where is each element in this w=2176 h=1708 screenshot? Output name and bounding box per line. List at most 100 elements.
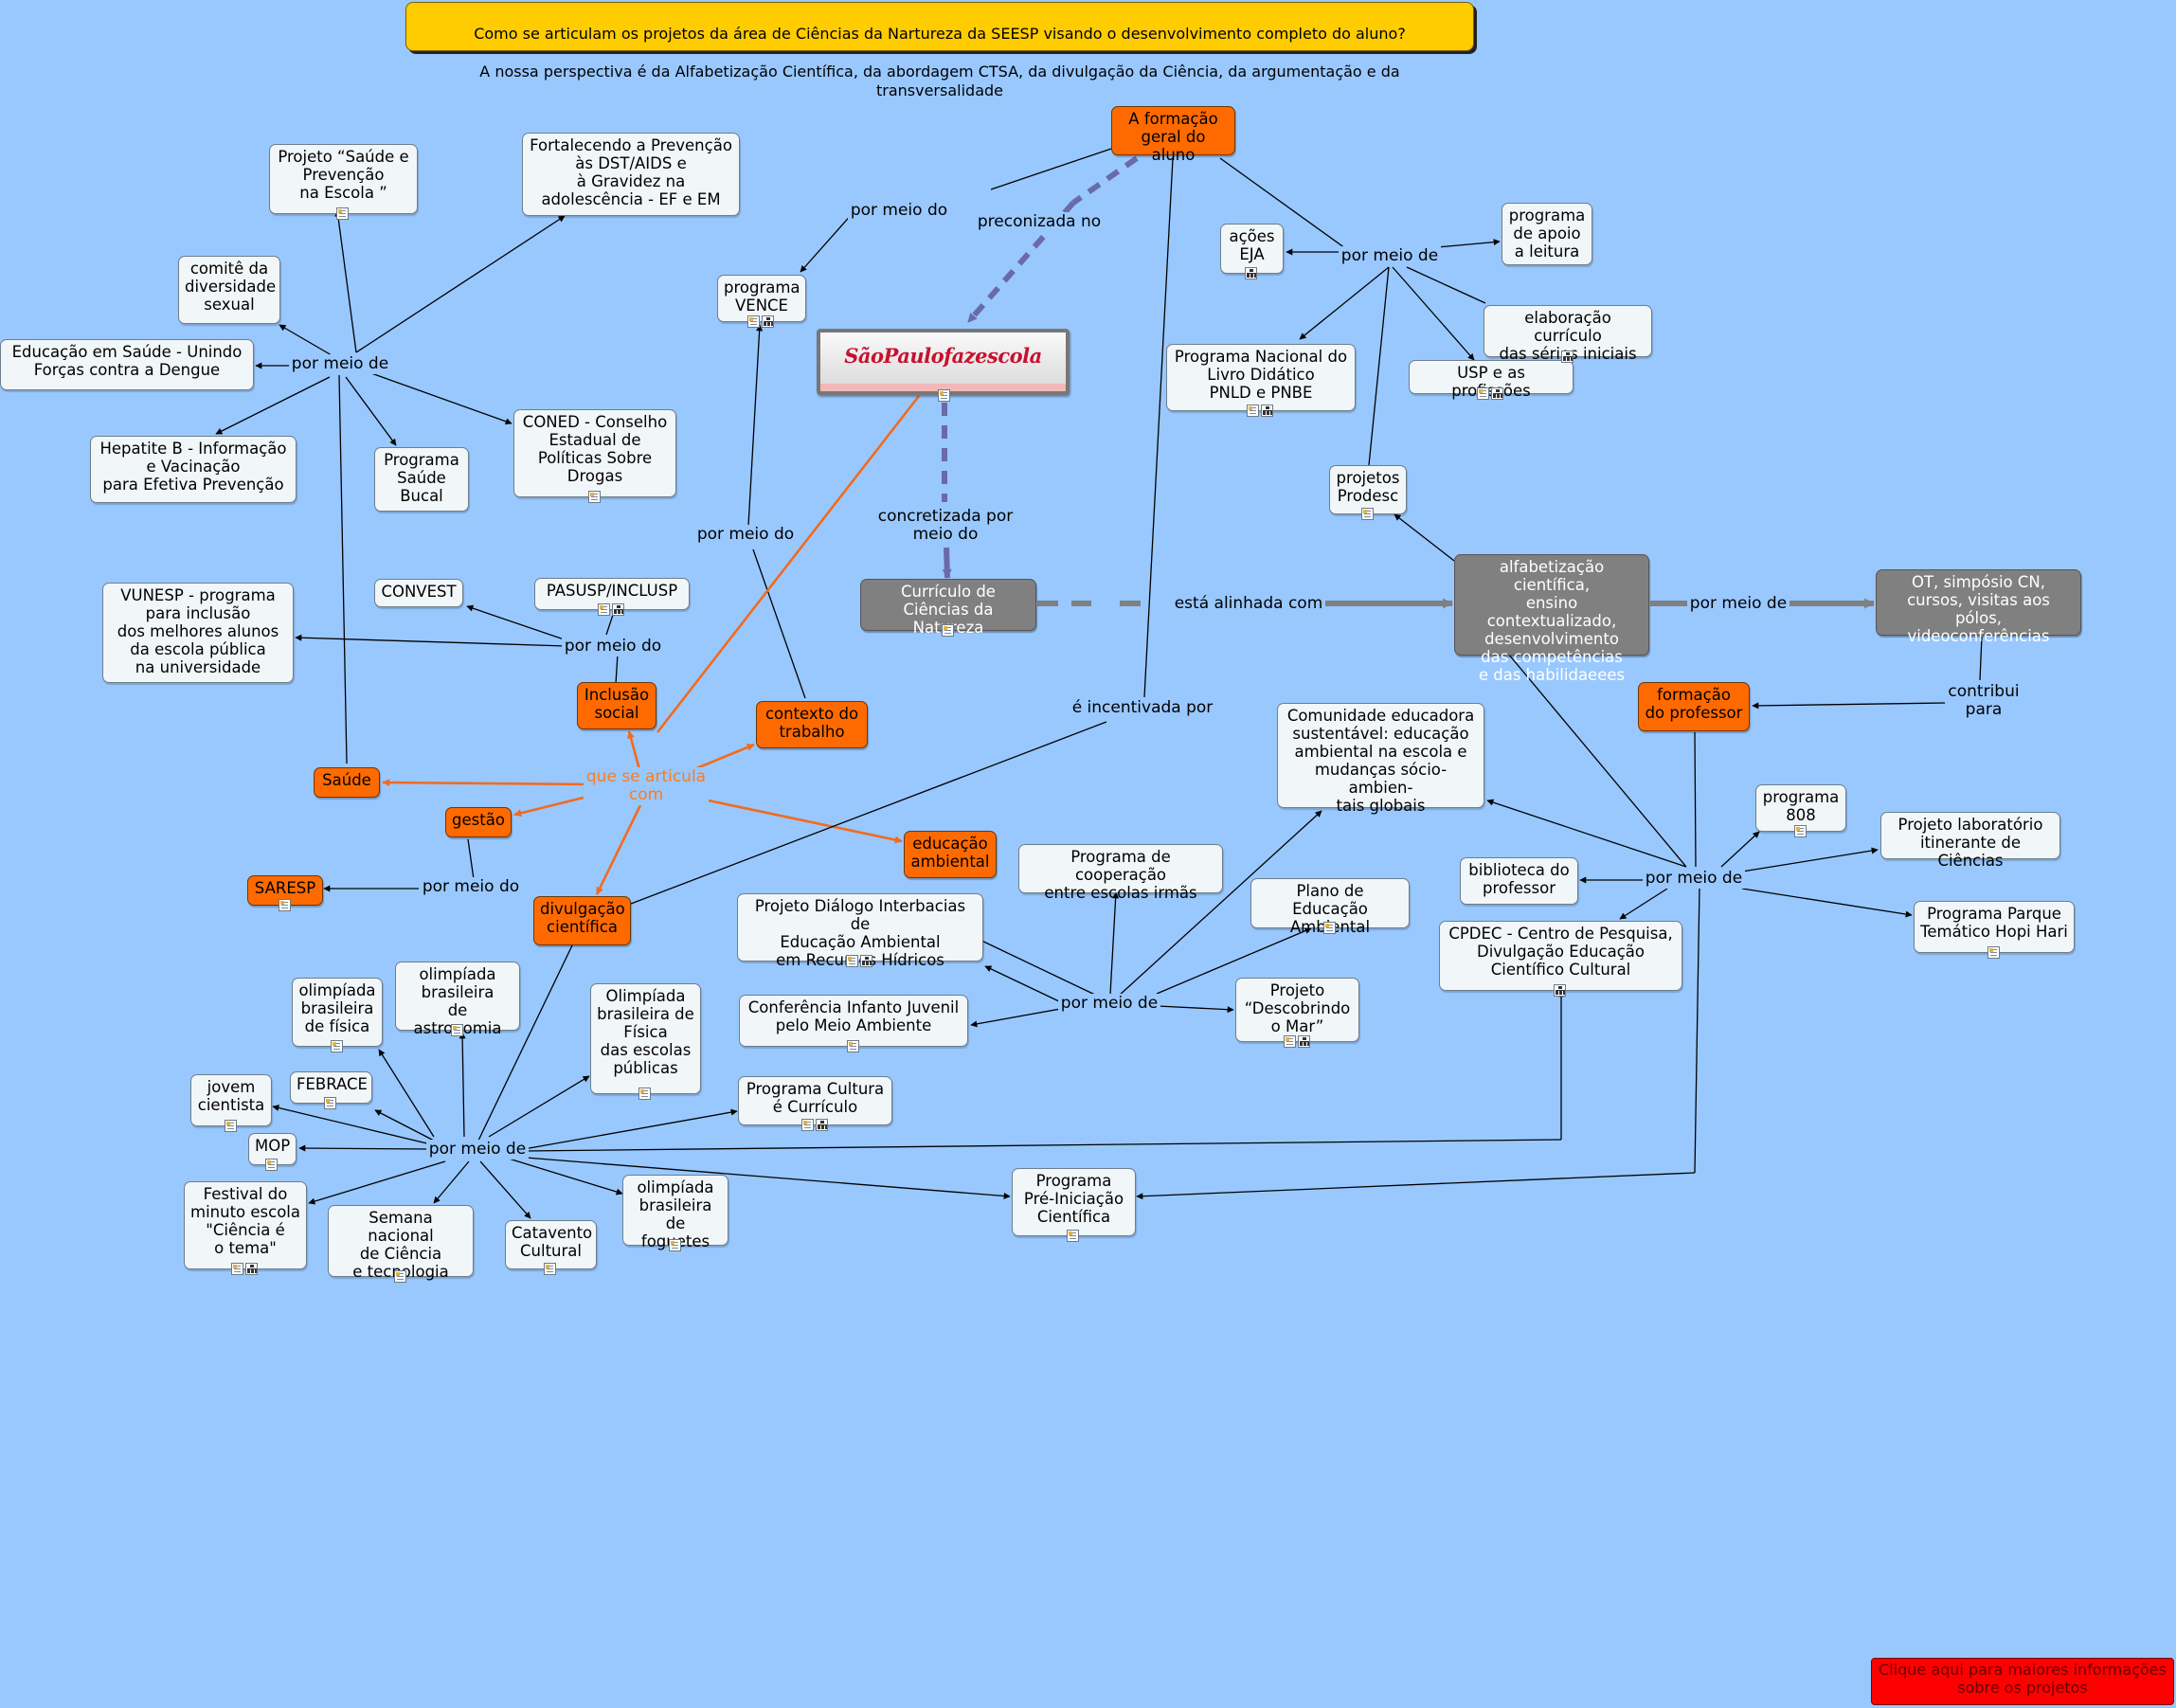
document-icon[interactable]	[265, 1159, 278, 1171]
node-programa-vence[interactable]: programa VENCE	[717, 275, 806, 322]
node-cpdec[interactable]: CPDEC - Centro de Pesquisa, Divulgação E…	[1439, 921, 1682, 991]
node-fortalecendo[interactable]: Fortalecendo a Prevenção às DST/AIDS e à…	[522, 133, 740, 216]
link-line	[1752, 702, 1948, 710]
document-icon[interactable]	[224, 1120, 237, 1132]
node-semana-nacional[interactable]: Semana nacional de Ciência e tecnologia	[328, 1205, 474, 1281]
link-line	[308, 1160, 446, 1205]
node-olimpiada-astronomia[interactable]: olimpíada brasileira de astronomia	[395, 962, 520, 1037]
node-alfabetizacao[interactable]: alfabetização científica, ensino context…	[1454, 554, 1649, 684]
node-contexto-trabalho[interactable]: contexto do trabalho	[756, 701, 868, 748]
node-comite-diversidade[interactable]: comitê da diversidade sexual	[178, 256, 280, 324]
node-programa-parque[interactable]: Programa Parque Temático Hopi Hari	[1914, 901, 2075, 953]
document-icon[interactable]	[544, 1263, 556, 1275]
node-conferencia-infanto[interactable]: Conferência Infanto Juvenil pelo Meio Am…	[739, 995, 968, 1047]
node-coned[interactable]: CONED - Conselho Estadual de Políticas S…	[513, 409, 676, 497]
node-formacao-geral[interactable]: A formação geral do aluno	[1111, 106, 1235, 164]
node-biblioteca-professor[interactable]: biblioteca do professor	[1460, 857, 1578, 905]
document-icon[interactable]	[278, 899, 291, 911]
logo-text: SãoPaulofazescola	[844, 344, 1042, 368]
node-educacao-ambiental[interactable]: educação ambiental	[904, 831, 997, 878]
concept-map-icon[interactable]	[1245, 267, 1257, 279]
sao-paulo-faz-escola-logo[interactable]: SãoPaulofazescola	[817, 329, 1070, 395]
node-jovem-cientista[interactable]: jovem cientista	[190, 1074, 272, 1126]
node-projeto-laboratorio[interactable]: Projeto laboratório itinerante de Ciênci…	[1880, 812, 2060, 870]
node-mop[interactable]: MOP	[248, 1133, 297, 1165]
document-icon[interactable]	[668, 1239, 681, 1251]
node-pnld[interactable]: Programa Nacional do Livro Didático PNLD…	[1166, 344, 1356, 411]
document-icon[interactable]	[638, 1088, 651, 1100]
concept-map-icon[interactable]	[860, 955, 872, 967]
document-icon[interactable]	[1067, 1230, 1079, 1242]
link-line	[1136, 1172, 1696, 1200]
node-vunesp[interactable]: VUNESP - programa para inclusão dos melh…	[102, 583, 294, 683]
link-line	[488, 1075, 590, 1138]
document-icon[interactable]	[231, 1263, 243, 1275]
node-comunidade-educadora[interactable]: Comunidade educadora sustentável: educaç…	[1277, 703, 1484, 815]
node-inclusao-social[interactable]: Inclusão social	[577, 682, 656, 729]
node-programa-808[interactable]: programa 808	[1755, 784, 1846, 832]
node-olimpiada-fisica[interactable]: olimpíada brasileira de física	[292, 978, 383, 1047]
document-icon[interactable]	[393, 1270, 406, 1283]
more-info-button[interactable]: Clique aqui para maiores informações sob…	[1871, 1658, 2174, 1705]
node-hepatite-b[interactable]: Hepatite B - Informação e Vacinação para…	[90, 436, 297, 503]
node-acoes-eja[interactable]: ações EJA	[1220, 224, 1284, 274]
link-line	[1157, 1005, 1234, 1014]
node-gestao[interactable]: gestão	[445, 807, 512, 837]
node-olimpiada-foguetes[interactable]: olimpíada brasileira de foguetes	[622, 1175, 728, 1250]
link-line	[1392, 266, 1475, 361]
document-icon[interactable]	[1793, 825, 1807, 837]
node-elaboracao-curriculo[interactable]: elaboração currículo das séries iniciais	[1484, 305, 1652, 363]
link-phrase-esta-alinhada: está alinhada com	[1171, 593, 1326, 614]
node-programa-cooperacao[interactable]: Programa de cooperação entre escolas irm…	[1018, 844, 1223, 902]
concept-map-icon[interactable]	[1297, 1035, 1310, 1048]
document-icon[interactable]	[1477, 387, 1489, 400]
node-programa-cultura-curriculo[interactable]: Programa Cultura é Currículo	[738, 1076, 892, 1125]
document-icon[interactable]	[1987, 946, 2000, 959]
node-projeto-saude-escola[interactable]: Projeto “Saúde e Prevenção na Escola ”	[269, 144, 418, 214]
document-icon[interactable]	[587, 491, 601, 503]
node-catavento[interactable]: Catavento Cultural	[505, 1220, 597, 1269]
document-icon[interactable]	[846, 955, 858, 967]
node-divulgacao-cientifica[interactable]: divulgação científica	[533, 896, 631, 945]
node-curriculo[interactable]: Currículo de Ciências da Natureza	[860, 579, 1036, 637]
document-icon[interactable]	[938, 389, 950, 402]
node-convest[interactable]: CONVEST	[374, 579, 463, 607]
node-projetos-prodesc[interactable]: projetos Prodesc	[1329, 465, 1407, 514]
document-icon[interactable]	[1247, 405, 1259, 417]
node-educacao-saude-dengue[interactable]: Educação em Saúde - Unindo Forças contra…	[0, 339, 254, 390]
link-line	[975, 937, 1100, 998]
link-line	[523, 1108, 738, 1150]
document-icon[interactable]	[330, 1040, 343, 1052]
document-icon[interactable]	[336, 207, 349, 220]
link-line	[1394, 513, 1455, 562]
concept-map-icon[interactable]	[815, 1119, 828, 1131]
concept-map-icon[interactable]	[762, 315, 774, 328]
document-icon[interactable]	[598, 603, 610, 616]
concept-map-icon[interactable]	[1491, 387, 1503, 400]
concept-map-icon[interactable]	[245, 1263, 258, 1275]
concept-map-icon[interactable]	[1554, 984, 1566, 997]
concept-map-icon[interactable]	[1560, 351, 1574, 363]
document-icon[interactable]	[1322, 922, 1336, 934]
document-icon[interactable]	[1283, 1035, 1296, 1048]
document-icon[interactable]	[324, 1097, 336, 1109]
concept-map-icon[interactable]	[1261, 405, 1273, 417]
concept-map-icon[interactable]	[612, 603, 624, 616]
document-icon[interactable]	[1360, 508, 1374, 520]
node-programa-apoio-leitura[interactable]: programa de apoio a leitura	[1502, 203, 1592, 265]
node-projeto-descobrindo-mar[interactable]: Projeto “Descobrindo o Mar”	[1235, 978, 1359, 1042]
node-saude[interactable]: Saúde	[314, 767, 380, 798]
document-icon[interactable]	[800, 1119, 814, 1131]
node-ot-simposio[interactable]: OT, simpósio CN, cursos, visitas aos pól…	[1876, 569, 2081, 645]
document-icon[interactable]	[450, 1024, 463, 1036]
document-icon[interactable]	[747, 315, 760, 328]
node-projeto-dialogo[interactable]: Projeto Diálogo Interbacias de Educação …	[737, 893, 983, 969]
node-programa-pre-iniciacao[interactable]: Programa Pré-Iniciação Científica	[1012, 1168, 1136, 1236]
node-festival-minuto[interactable]: Festival do minuto escola "Ciência é o t…	[184, 1181, 307, 1269]
document-icon[interactable]	[846, 1040, 859, 1052]
node-programa-saude-bucal[interactable]: Programa Saúde Bucal	[374, 447, 469, 512]
node-formacao-professor[interactable]: formação do professor	[1638, 682, 1750, 731]
link-phrase-por-meio-de-saude: por meio de	[288, 353, 392, 374]
document-icon[interactable]	[941, 624, 954, 637]
node-olimpiada-fisica-publicas[interactable]: Olimpíada brasileira de Física das escol…	[590, 983, 701, 1094]
